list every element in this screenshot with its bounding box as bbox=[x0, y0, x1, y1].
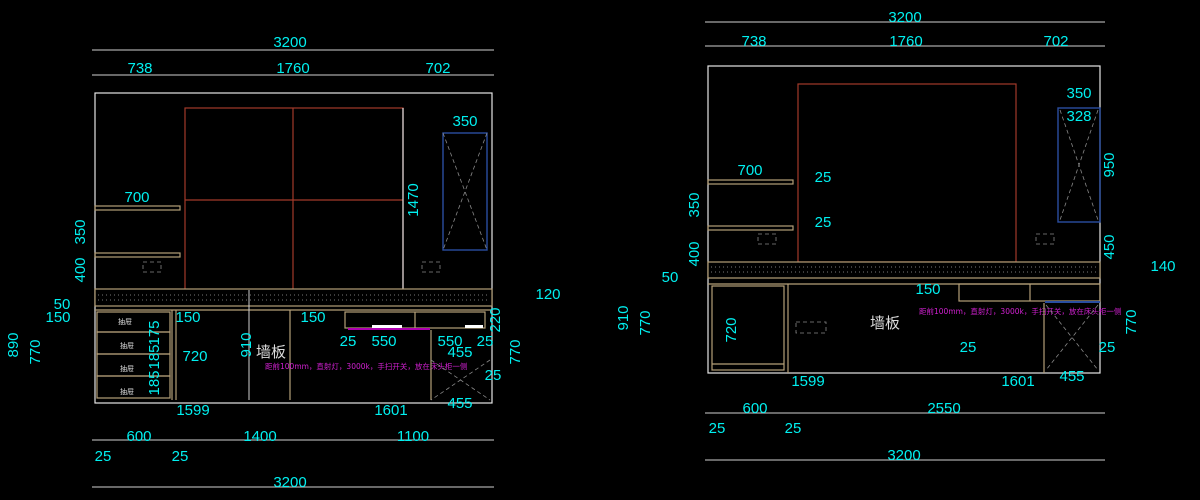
dim-shelf-width: 700 bbox=[737, 162, 762, 179]
dim-inner: 455 bbox=[447, 344, 472, 361]
dim-base: 1400 bbox=[243, 428, 276, 445]
dim-base-small: 25 bbox=[172, 448, 189, 465]
dim-left: 770 bbox=[27, 339, 44, 364]
dim-inner: 25 bbox=[1099, 339, 1116, 356]
dim-right: 140 bbox=[1150, 258, 1175, 275]
dim-bottom: 1601 bbox=[1001, 373, 1034, 390]
dim-bottom: 1599 bbox=[176, 402, 209, 419]
dim-inner: 150 bbox=[300, 309, 325, 326]
dim-right: 220 bbox=[487, 307, 504, 332]
dim-inner: 25 bbox=[485, 367, 502, 384]
dim-shelf-thickness: 25 bbox=[815, 169, 832, 186]
dim-left: 150 bbox=[45, 309, 70, 326]
drawer-label: 抽屉 bbox=[120, 364, 134, 373]
lighting-note: 距前100mm，直射灯，3000k，手扫开关，放在床头柜一侧 bbox=[919, 306, 1121, 316]
shelf bbox=[94, 252, 181, 258]
dim-base: 600 bbox=[126, 428, 151, 445]
dim-inner: 455 bbox=[1059, 368, 1084, 385]
socket bbox=[795, 321, 827, 334]
shelf bbox=[707, 179, 794, 185]
left-cabinet bbox=[711, 285, 785, 371]
dim-cabinet: 328 bbox=[1066, 108, 1091, 125]
dim-cabinet-width: 350 bbox=[452, 113, 477, 130]
socket bbox=[757, 233, 777, 245]
drawer-label: 抽屉 bbox=[120, 341, 134, 350]
dim-overall-top: 3200 bbox=[273, 34, 306, 51]
dim-right: 770 bbox=[507, 339, 524, 364]
dim-left: 910 bbox=[615, 305, 632, 330]
dim-inner: 550 bbox=[437, 333, 462, 350]
dim-overall-top: 3200 bbox=[888, 9, 921, 26]
dim-left: 350 bbox=[686, 192, 703, 217]
dim-inner: 720 bbox=[723, 317, 740, 342]
headboard-panel bbox=[184, 107, 404, 291]
right-elevation: 3200 738 1760 702 350 328 950 450 700 25… bbox=[615, 9, 1176, 464]
dim-shelf-thickness: 25 bbox=[815, 214, 832, 231]
left-elevation: 3200 738 1760 702 350 1470 700 350 400 5… bbox=[5, 34, 561, 491]
wall-cabinet bbox=[1057, 107, 1101, 223]
shelf bbox=[707, 225, 794, 231]
dim-segment: 1760 bbox=[276, 60, 309, 77]
socket bbox=[421, 261, 441, 273]
dim-segment: 702 bbox=[1043, 33, 1068, 50]
shelf bbox=[94, 205, 181, 211]
dim-inner: 550 bbox=[371, 333, 396, 350]
dim-right: 120 bbox=[535, 286, 560, 303]
lighting-note: 距前100mm，直射灯，3000k，手扫开关，放在床头柜一侧 bbox=[265, 361, 467, 371]
dim-drawer: 185 bbox=[146, 344, 163, 369]
dim-drawer: 185 bbox=[146, 370, 163, 395]
dim-base: 2550 bbox=[927, 400, 960, 417]
dim-left: 770 bbox=[637, 310, 654, 335]
dim-right: 770 bbox=[1123, 309, 1140, 334]
dim-segment: 702 bbox=[425, 60, 450, 77]
dim-cabinet: 950 bbox=[1101, 152, 1118, 177]
dim-inner: 25 bbox=[960, 339, 977, 356]
dim-left: 400 bbox=[686, 241, 703, 266]
wall-panel-label: 墙板 bbox=[870, 314, 900, 332]
wall-outline bbox=[707, 65, 1101, 374]
dim-cabinet: 450 bbox=[1101, 234, 1118, 259]
dim-inner: 25 bbox=[340, 333, 357, 350]
dim-inner: 150 bbox=[175, 309, 200, 326]
bed-board bbox=[707, 261, 1101, 279]
dim-left: 50 bbox=[54, 296, 71, 313]
drawer-label: 抽屉 bbox=[118, 317, 132, 326]
bed-board bbox=[94, 288, 493, 307]
wall-cabinet bbox=[442, 132, 488, 251]
dim-bottom: 1599 bbox=[791, 373, 824, 390]
dim-inner: 720 bbox=[182, 348, 207, 365]
wall-outline bbox=[94, 92, 493, 404]
dim-inner: 150 bbox=[915, 281, 940, 298]
drawer-stack: 抽屉 抽屉 抽屉 抽屉 bbox=[96, 311, 171, 399]
dim-cabinet: 350 bbox=[1066, 85, 1091, 102]
dim-segment: 738 bbox=[741, 33, 766, 50]
dim-shelf-spacing: 350 bbox=[72, 219, 89, 244]
dim-segment: 738 bbox=[127, 60, 152, 77]
dim-base-small: 25 bbox=[709, 420, 726, 437]
dim-bottom: 1601 bbox=[374, 402, 407, 419]
dim-shelf-width: 700 bbox=[124, 189, 149, 206]
dim-segment: 1760 bbox=[889, 33, 922, 50]
dim-base-small: 25 bbox=[785, 420, 802, 437]
dim-base: 600 bbox=[742, 400, 767, 417]
wall-panel-label: 墙板 bbox=[256, 343, 286, 361]
dim-panel-height: 1470 bbox=[405, 183, 422, 216]
dim-inner: 25 bbox=[477, 333, 494, 350]
dim-left: 890 bbox=[5, 332, 22, 357]
drawer-label: 抽屉 bbox=[120, 387, 134, 396]
dim-left: 50 bbox=[662, 269, 679, 286]
dim-base-small: 25 bbox=[95, 448, 112, 465]
dim-inner: 455 bbox=[447, 395, 472, 412]
dim-shelf-height: 400 bbox=[72, 257, 89, 282]
dim-base: 1100 bbox=[397, 428, 429, 445]
socket bbox=[1035, 233, 1055, 245]
dim-inner: 910 bbox=[238, 332, 255, 357]
dim-overall-bottom: 3200 bbox=[273, 474, 306, 491]
dim-overall-bottom: 3200 bbox=[887, 447, 920, 464]
socket bbox=[142, 261, 162, 273]
dim-drawer: 175 bbox=[146, 320, 163, 345]
